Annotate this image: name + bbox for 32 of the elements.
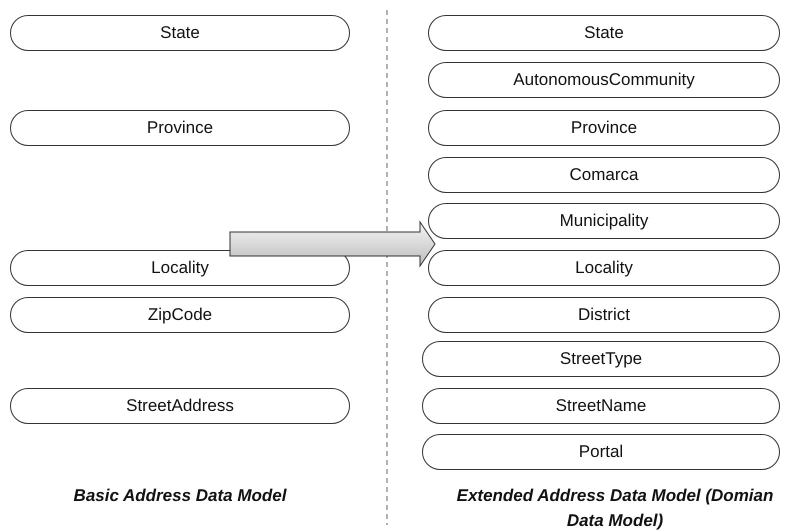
rounded-box (10, 110, 350, 146)
box-label: State (584, 23, 624, 43)
box-label: AutonomousCommunity (513, 70, 695, 90)
box-label: Portal (578, 442, 624, 462)
rounded-box (422, 341, 780, 377)
rounded-box (10, 297, 350, 333)
box-label: State (160, 23, 200, 43)
rounded-box (428, 250, 780, 286)
model-caption: Extended Address Data Model (Domian Data Model) (456, 485, 774, 532)
rounded-box (10, 388, 350, 424)
box-label: StreetType (560, 349, 642, 369)
box-label: District (578, 305, 630, 325)
box-label: ZipCode (148, 305, 212, 325)
box-label: Comarca (570, 165, 638, 185)
box-label: StreetAddress (126, 396, 234, 416)
block-arrow (230, 220, 436, 268)
rounded-box (422, 434, 780, 470)
box-label: Province (570, 118, 638, 138)
rounded-box (428, 297, 780, 333)
box-label: StreetName (556, 396, 646, 416)
box-label: Province (146, 118, 214, 138)
model-caption: Basic Address Data Model (72, 485, 288, 507)
rounded-box (428, 15, 780, 51)
rounded-box (428, 110, 780, 146)
box-label: Locality (151, 258, 209, 278)
rounded-box (428, 203, 780, 239)
box-label: Locality (575, 258, 633, 278)
rounded-box (10, 15, 350, 51)
box-label: Municipality (560, 211, 648, 231)
rounded-box (422, 388, 780, 424)
rounded-box (428, 157, 780, 193)
rounded-box (428, 62, 780, 98)
